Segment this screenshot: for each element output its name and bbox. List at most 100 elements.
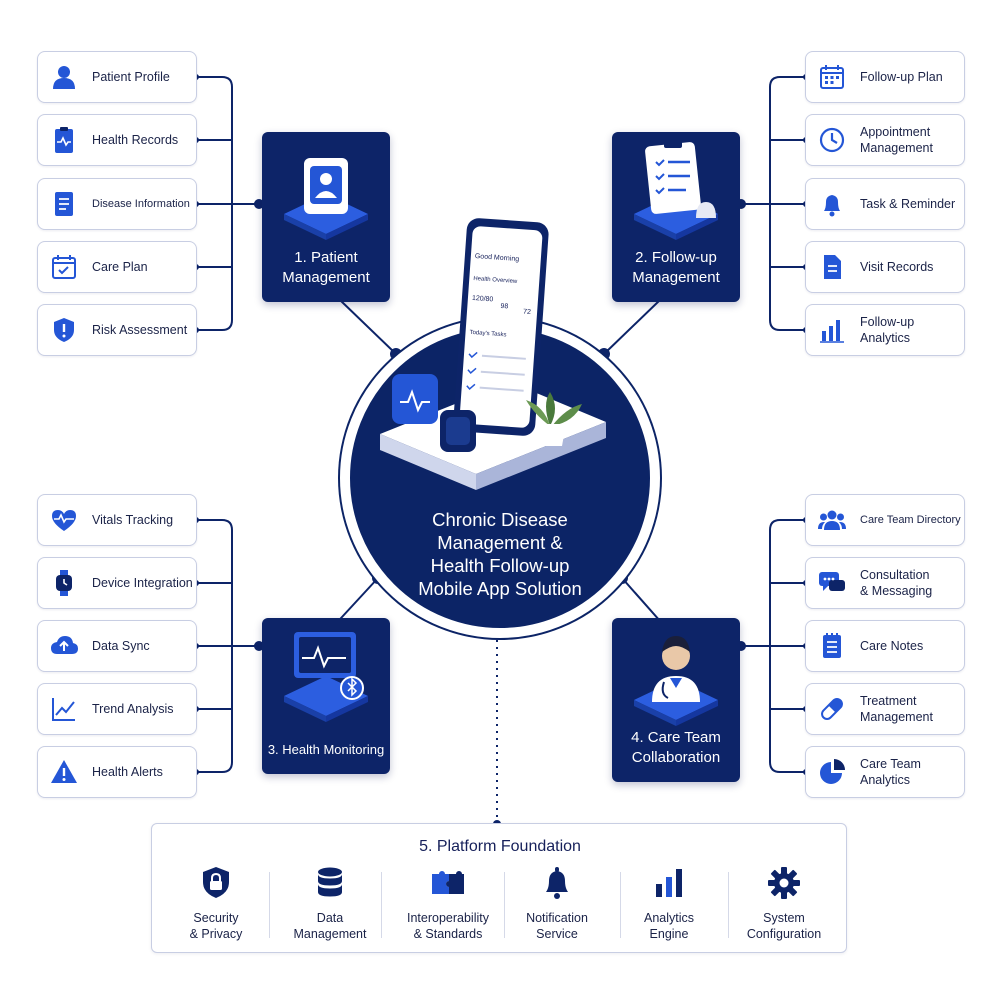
bar-chart-icon <box>656 869 682 897</box>
user-icon <box>46 59 82 95</box>
divider <box>381 872 382 938</box>
phone-platform-illustration: Good Morning Health Overview 120/80 98 7… <box>380 218 606 490</box>
lock-shield-icon <box>203 867 229 898</box>
feature-care-plan[interactable]: Care Plan <box>37 241 197 293</box>
feature-label: Care Notes <box>860 639 924 653</box>
feature-label: Follow-up Plan <box>860 70 943 84</box>
feature-care-team-analytics[interactable]: Care Team Analytics <box>805 746 965 798</box>
feature-label: Consultation & Messaging <box>860 568 933 598</box>
checklist-bell-icon <box>634 140 718 240</box>
warning-icon <box>46 754 82 790</box>
divider <box>728 872 729 938</box>
smartwatch-icon <box>46 565 82 601</box>
feature-follow-up-plan[interactable]: Follow-up Plan <box>805 51 965 103</box>
feature-risk-assessment[interactable]: Risk Assessment <box>37 304 197 356</box>
divider <box>269 872 270 938</box>
module-care-team-collaboration[interactable]: 4. Care Team Collaboration <box>612 618 740 782</box>
feature-data-sync[interactable]: Data Sync <box>37 620 197 672</box>
module-patient-management[interactable]: 1. Patient Management <box>262 132 390 302</box>
cloud-upload-icon <box>46 628 82 664</box>
hub-title: Chronic Disease Management & Health Foll… <box>418 509 582 599</box>
feature-follow-up-analytics[interactable]: Follow-up Analytics <box>805 304 965 356</box>
divider <box>504 872 505 938</box>
feature-label: Device Integration <box>92 576 193 590</box>
phone-bp: 120/80 <box>472 295 494 303</box>
module-title: 4. Care Team Collaboration <box>631 729 721 766</box>
feature-label: Appointment Management <box>860 125 933 155</box>
pill-icon <box>814 691 850 727</box>
foundation-label: Analytics Engine <box>643 911 695 941</box>
feature-device-integration[interactable]: Device Integration <box>37 557 197 609</box>
clipboard-pulse-icon <box>46 122 82 158</box>
feature-label: Patient Profile <box>92 70 170 84</box>
feature-task-reminder[interactable]: Task & Reminder <box>805 178 965 230</box>
divider <box>620 872 621 938</box>
calendar-grid-icon <box>814 59 850 95</box>
database-icon <box>318 867 342 897</box>
foundation-analytics-engine[interactable]: Analytics Engine <box>613 864 725 946</box>
foundation-notification-service[interactable]: Notification Service <box>501 864 613 946</box>
feature-disease-information[interactable]: Disease Information <box>37 178 197 230</box>
feature-label: Health Alerts <box>92 765 163 779</box>
foundation-title: 5. Platform Foundation <box>419 838 581 855</box>
calendar-check-icon <box>46 249 82 285</box>
feature-label: Vitals Tracking <box>92 513 174 527</box>
foundation-security-privacy[interactable]: Security & Privacy <box>160 864 272 946</box>
feature-vitals-tracking[interactable]: Vitals Tracking <box>37 494 197 546</box>
feature-label: Care Team Directory <box>860 514 961 526</box>
module-title: 2. Follow-up Management <box>632 249 720 286</box>
gear-icon <box>768 867 800 899</box>
foundation-label: Data Management <box>293 911 367 941</box>
monitor-pulse-icon <box>284 632 368 722</box>
phone-overview: Health Overview <box>473 276 518 285</box>
module-follow-up-management[interactable]: 2. Follow-up Management <box>612 132 740 302</box>
feature-treatment-management[interactable]: Treatment Management <box>805 683 965 735</box>
feature-label: Care Plan <box>92 260 148 274</box>
feature-health-records[interactable]: Health Records <box>37 114 197 166</box>
line-trend-icon <box>46 691 82 727</box>
heart-pulse-icon <box>46 502 82 538</box>
platform-foundation-panel: 5. Platform Foundation Security & Privac… <box>151 823 847 953</box>
bar-chart-icon <box>814 312 850 348</box>
file-lines-icon <box>814 249 850 285</box>
feature-care-team-directory[interactable]: Care Team Directory <box>805 494 965 546</box>
module-title: 1. Patient Management <box>282 249 370 286</box>
patient-card-icon <box>284 158 368 240</box>
feature-label: Risk Assessment <box>92 323 188 337</box>
feature-health-alerts[interactable]: Health Alerts <box>37 746 197 798</box>
feature-trend-analysis[interactable]: Trend Analysis <box>37 683 197 735</box>
feature-label: Follow-up Analytics <box>860 315 915 345</box>
team-icon <box>814 502 850 538</box>
phone-hr: 98 <box>500 303 508 311</box>
foundation-label: Notification Service <box>526 911 588 941</box>
puzzle-icon <box>432 871 464 894</box>
feature-label: Care Team Analytics <box>860 757 921 787</box>
feature-label: Task & Reminder <box>860 197 956 211</box>
module-health-monitoring[interactable]: 3. Health Monitoring <box>262 618 390 774</box>
notes-icon <box>814 628 850 664</box>
phone-rr: 72 <box>523 309 531 317</box>
foundation-label: Security & Privacy <box>189 911 243 941</box>
foundation-interoperability[interactable]: Interoperability & Standards <box>386 864 510 946</box>
pie-chart-icon <box>814 754 850 790</box>
feature-patient-profile[interactable]: Patient Profile <box>37 51 197 103</box>
feature-appointment-management[interactable]: Appointment Management <box>805 114 965 166</box>
feature-care-notes[interactable]: Care Notes <box>805 620 965 672</box>
phone-tasks: Today's Tasks <box>469 330 506 339</box>
foundation-system-configuration[interactable]: System Configuration <box>728 864 840 946</box>
doctor-icon <box>634 636 718 726</box>
foundation-label: Interoperability & Standards <box>407 911 489 941</box>
feature-label: Treatment Management <box>860 694 933 724</box>
module-title: 3. Health Monitoring <box>267 742 385 757</box>
clock-icon <box>814 122 850 158</box>
feature-label: Disease Information <box>92 198 190 210</box>
feature-visit-records[interactable]: Visit Records <box>805 241 965 293</box>
phone-greeting: Good Morning <box>475 253 520 263</box>
foundation-data-management[interactable]: Data Management <box>274 864 386 946</box>
feature-label: Data Sync <box>92 639 150 653</box>
feature-consultation-messaging[interactable]: Consultation & Messaging <box>805 557 965 609</box>
feature-label: Visit Records <box>860 260 934 274</box>
bell-icon <box>814 186 850 222</box>
chat-icon <box>814 565 850 601</box>
